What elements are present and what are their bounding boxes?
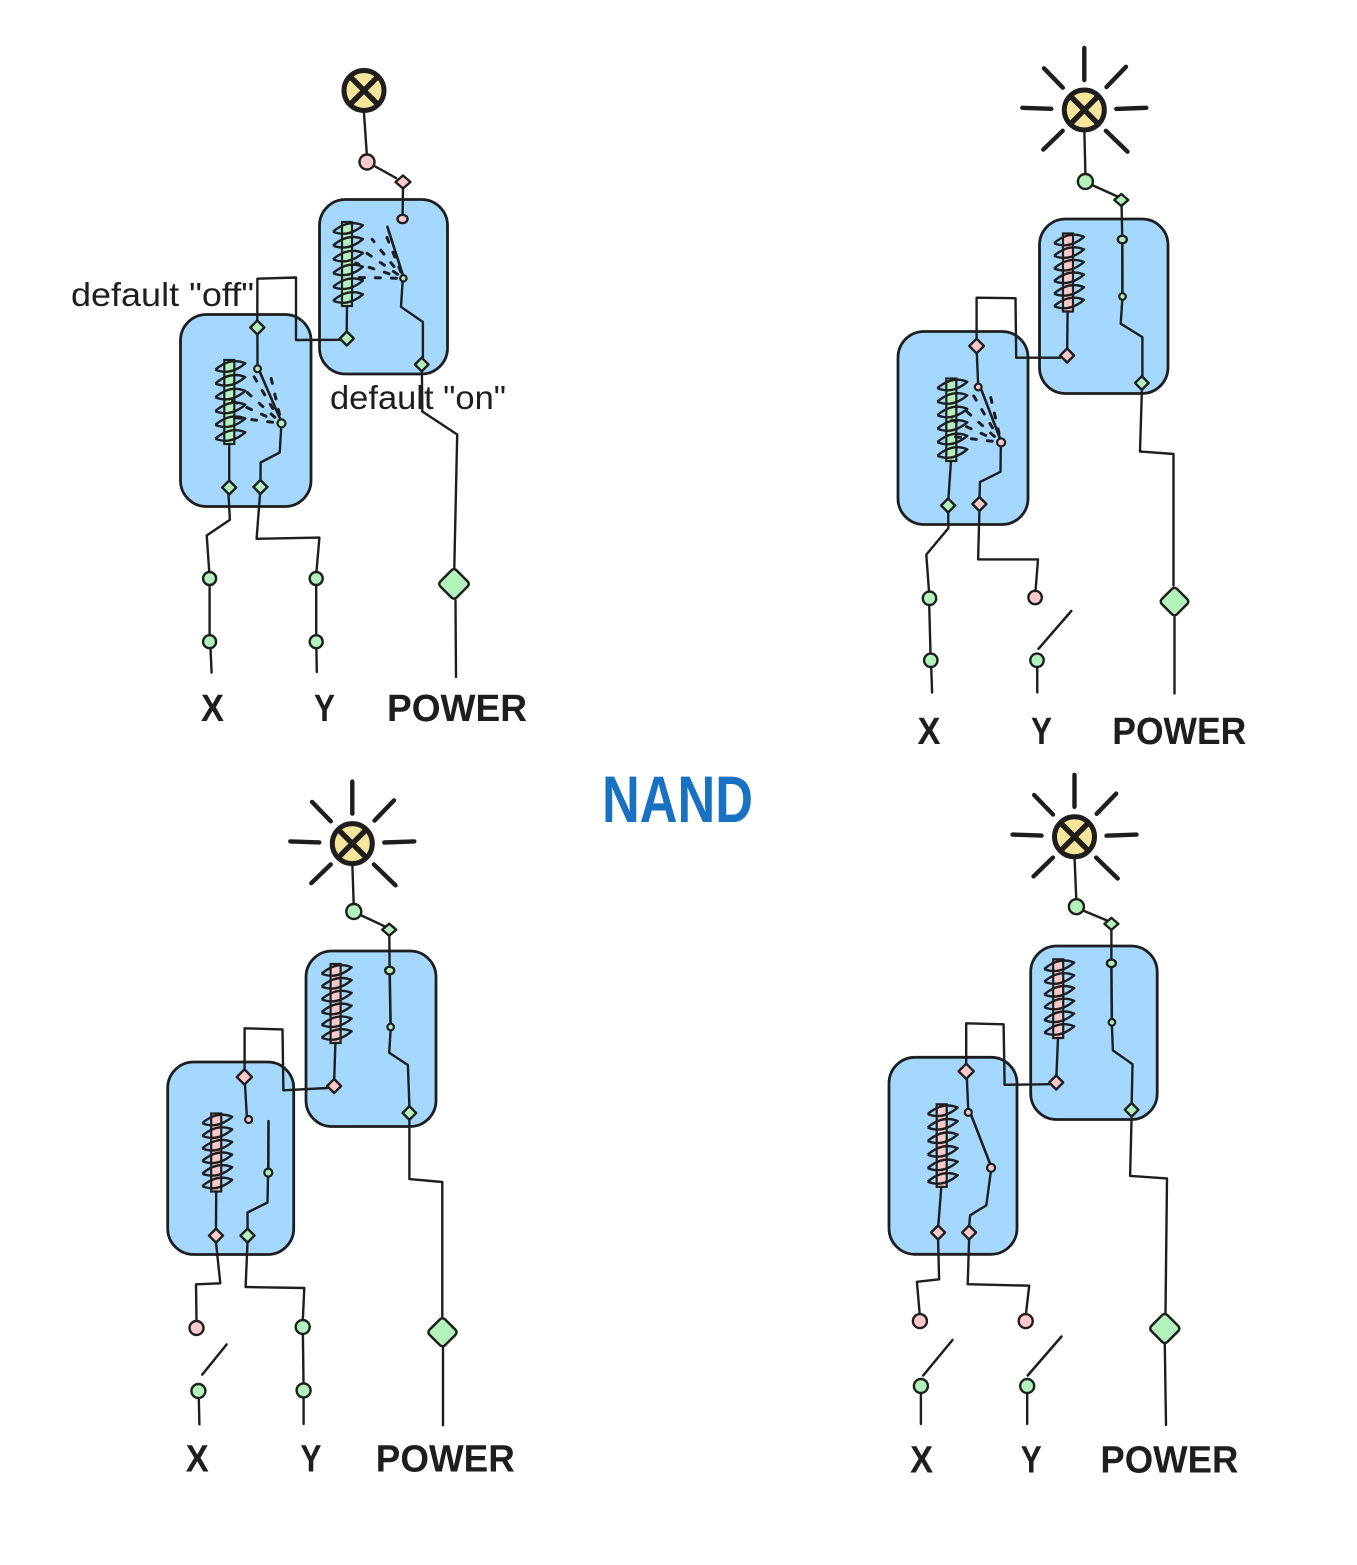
svg-text:Y: Y	[1031, 711, 1052, 753]
svg-text:POWER: POWER	[376, 1439, 515, 1481]
svg-text:X: X	[201, 688, 225, 730]
svg-text:POWER: POWER	[387, 688, 527, 730]
svg-text:X: X	[186, 1439, 210, 1481]
svg-text:default "off": default "off"	[71, 276, 254, 313]
svg-text:X: X	[918, 711, 942, 753]
svg-text:X: X	[910, 1440, 934, 1482]
svg-text:Y: Y	[1021, 1440, 1042, 1482]
svg-text:Y: Y	[301, 1439, 322, 1481]
svg-text:NAND: NAND	[602, 762, 753, 836]
svg-text:default "on": default "on"	[330, 379, 506, 416]
svg-text:POWER: POWER	[1112, 711, 1246, 753]
svg-text:Y: Y	[314, 688, 335, 730]
svg-text:POWER: POWER	[1100, 1440, 1238, 1482]
